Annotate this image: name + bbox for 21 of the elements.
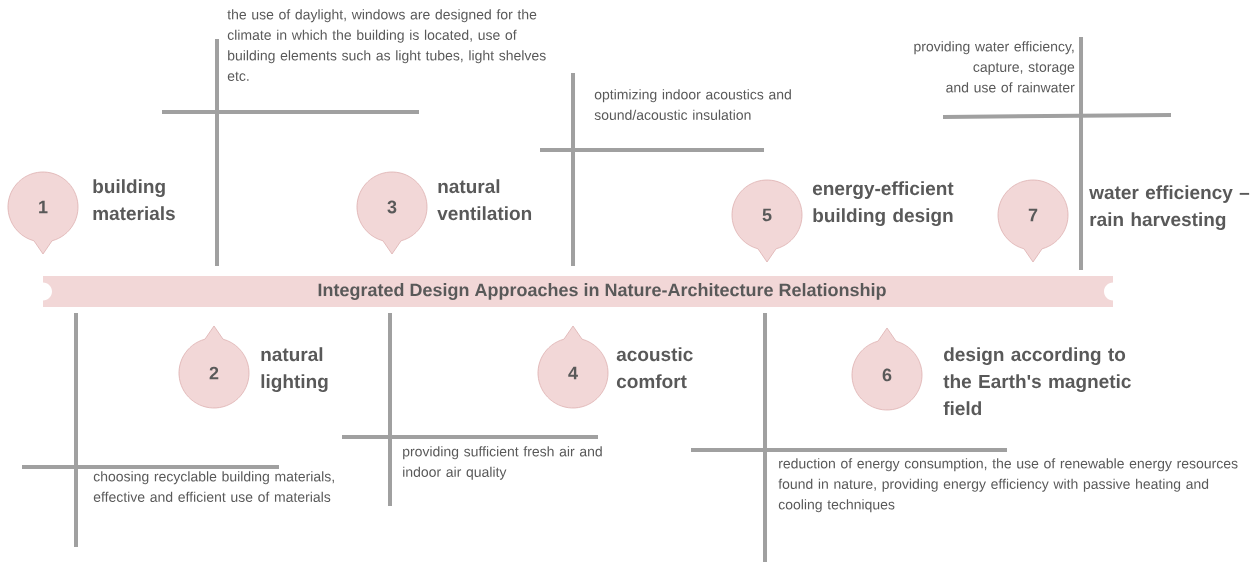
description-text: reduction of energy consumption, the use of renewable energy resources found in nature, providing energy efficiency with passive heating and cooling techniques (778, 458, 1238, 513)
numbered-bubble: 2 (178, 325, 250, 409)
numbered-bubble: 5 (731, 179, 803, 263)
description-text: the use of daylight, windows are designed for the climate in which the building is located, use of building elements such as light tubes, light shelves etc. (227, 9, 546, 81)
description-text: optimizing indoor acoustics and sound/acoustic insulation (594, 89, 791, 120)
numbered-bubble: 1 (7, 171, 79, 255)
approach-title: water efficiency – rain harvesting (1089, 185, 1250, 230)
approach-title: design according to the Earth's magnetic field (943, 347, 1131, 416)
approach-title: acoustic comfort (616, 347, 693, 389)
approach-title: natural ventilation (437, 179, 532, 221)
title-banner: Integrated Design Approaches in Nature-Architecture Relationship (43, 276, 1113, 307)
approach-title: building materials (93, 179, 175, 221)
approach-title: natural lighting (261, 347, 328, 392)
description-text: providing water efficiency, capture, storage and use of rainwater (914, 41, 1075, 93)
numbered-bubble: 4 (537, 325, 609, 409)
numbered-bubble: 3 (356, 171, 428, 255)
numbered-bubble: 6 (851, 327, 923, 411)
description-text: choosing recyclable building materials, effective and efficient use of materials (93, 471, 334, 502)
approach-title: energy-efficient building design (812, 181, 954, 226)
description-text: providing sufficient fresh air and indoor air quality (403, 446, 602, 480)
numbered-bubble: 7 (997, 179, 1069, 263)
